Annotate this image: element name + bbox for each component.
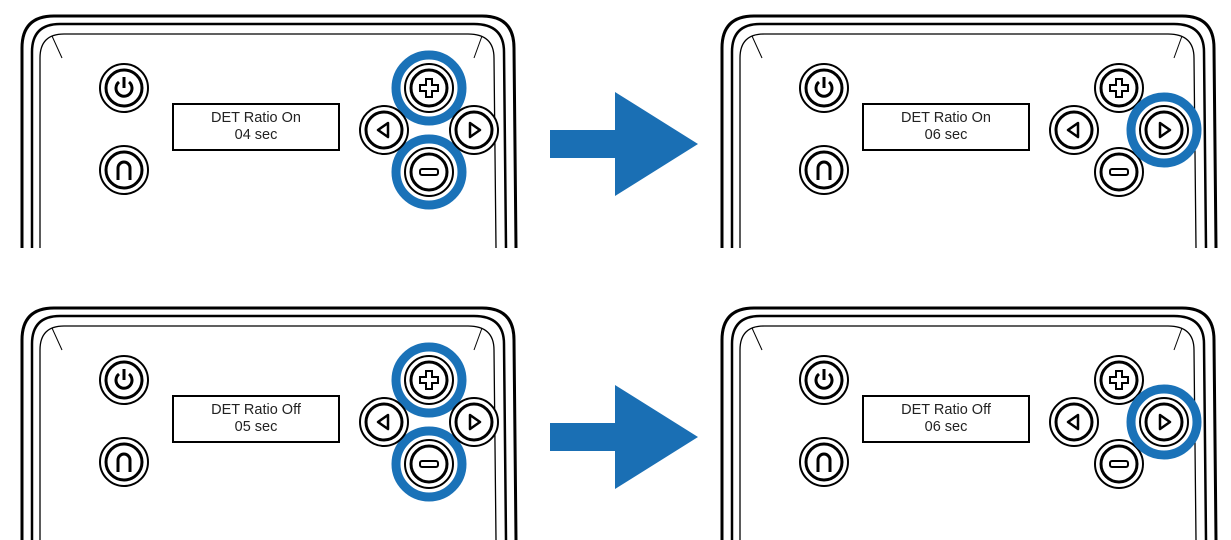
highlight-ring: [1126, 384, 1202, 460]
left-arrow-icon: [1066, 413, 1080, 431]
return-button[interactable]: [799, 437, 849, 487]
return-icon: [116, 452, 132, 472]
highlight-ring: [391, 134, 467, 210]
left-button[interactable]: [359, 397, 409, 447]
right-arrow-icon: [468, 413, 482, 431]
left-arrow-icon: [376, 413, 390, 431]
power-icon: [814, 369, 834, 390]
power-button[interactable]: [799, 355, 849, 405]
left-button[interactable]: [1049, 105, 1099, 155]
highlight-ring: [1126, 92, 1202, 168]
right-button[interactable]: [1126, 92, 1202, 168]
left-button[interactable]: [1049, 397, 1099, 447]
power-icon: [814, 77, 834, 98]
right-button[interactable]: [449, 105, 499, 155]
plus-button[interactable]: [391, 50, 467, 126]
lcd-display: DET Ratio On 06 sec: [862, 103, 1030, 151]
right-arrow-icon: [468, 121, 482, 139]
minus-button[interactable]: [391, 134, 467, 210]
minus-icon: [1109, 168, 1129, 176]
lcd-line-1: DET Ratio Off: [211, 402, 301, 418]
right-arrow-icon: [1158, 413, 1172, 431]
highlight-ring: [391, 50, 467, 126]
device-panel-step1-after: DET Ratio On 06 sec: [712, 8, 1222, 249]
minus-icon: [419, 168, 439, 176]
minus-button[interactable]: [1094, 147, 1144, 197]
device-panel-step2-before: DET Ratio Off 05 sec: [12, 300, 522, 540]
right-arrow-icon: [1158, 121, 1172, 139]
return-button[interactable]: [799, 145, 849, 195]
device-panel-step1-before: DET Ratio On 04 sec: [12, 8, 522, 249]
plus-icon: [1109, 370, 1129, 390]
lcd-line-1: DET Ratio On: [901, 110, 991, 126]
return-button[interactable]: [99, 437, 149, 487]
plus-button[interactable]: [1094, 63, 1144, 113]
flow-arrow-icon: [550, 92, 698, 196]
plus-icon: [1109, 78, 1129, 98]
lcd-display: DET Ratio On 04 sec: [172, 103, 340, 151]
lcd-line-2: 06 sec: [924, 127, 968, 143]
device-panel-step2-after: DET Ratio Off 06 sec: [712, 300, 1222, 540]
power-button[interactable]: [99, 63, 149, 113]
power-button[interactable]: [99, 355, 149, 405]
flow-arrow-icon: [550, 385, 698, 489]
left-button[interactable]: [359, 105, 409, 155]
right-button[interactable]: [1126, 384, 1202, 460]
power-icon: [114, 77, 134, 98]
return-icon: [816, 452, 832, 472]
highlight-ring: [391, 426, 467, 502]
plus-icon: [419, 78, 439, 98]
lcd-display: DET Ratio Off 06 sec: [862, 395, 1030, 443]
minus-button[interactable]: [1094, 439, 1144, 489]
power-icon: [114, 369, 134, 390]
left-arrow-icon: [1066, 121, 1080, 139]
return-icon: [816, 160, 832, 180]
lcd-line-2: 06 sec: [924, 419, 968, 435]
left-arrow-icon: [376, 121, 390, 139]
right-button[interactable]: [449, 397, 499, 447]
return-button[interactable]: [99, 145, 149, 195]
device-body: [20, 306, 518, 540]
minus-button[interactable]: [391, 426, 467, 502]
lcd-line-1: DET Ratio Off: [901, 402, 991, 418]
highlight-ring: [391, 342, 467, 418]
return-icon: [116, 160, 132, 180]
plus-button[interactable]: [391, 342, 467, 418]
power-button[interactable]: [799, 63, 849, 113]
lcd-line-1: DET Ratio On: [211, 110, 301, 126]
lcd-line-2: 04 sec: [234, 127, 278, 143]
lcd-line-2: 05 sec: [234, 419, 278, 435]
minus-icon: [1109, 460, 1129, 468]
plus-icon: [419, 370, 439, 390]
lcd-display: DET Ratio Off 05 sec: [172, 395, 340, 443]
minus-icon: [419, 460, 439, 468]
plus-button[interactable]: [1094, 355, 1144, 405]
